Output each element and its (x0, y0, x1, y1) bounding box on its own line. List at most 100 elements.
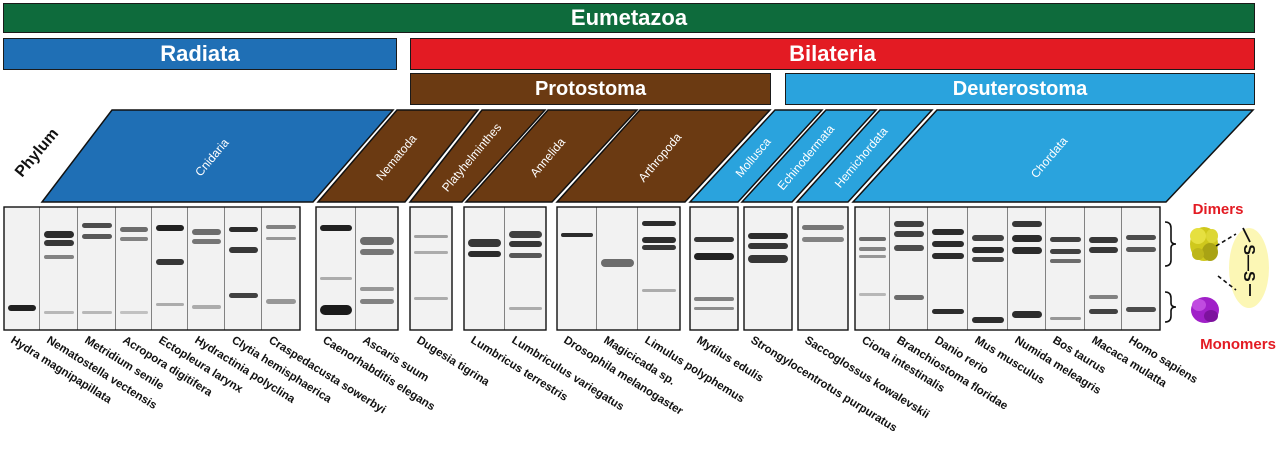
blot-lane (152, 207, 189, 330)
blot-lane (225, 207, 263, 330)
radiata-bar: Radiata (3, 38, 397, 70)
protein-band (360, 237, 394, 245)
protein-band (859, 255, 886, 258)
protein-band (1126, 307, 1156, 312)
protein-band (44, 240, 74, 246)
protein-band (1050, 317, 1081, 320)
protein-band (561, 233, 593, 237)
protein-band (802, 237, 844, 242)
protein-band (1050, 259, 1081, 263)
dimer-bracket (1164, 221, 1177, 267)
phylum-header: Phylum (12, 125, 62, 180)
blot-lane (638, 207, 681, 330)
protein-band (932, 253, 964, 259)
blot-lane (464, 207, 506, 330)
protein-band (229, 227, 258, 232)
blot-lane (262, 207, 301, 330)
protein-band (120, 237, 148, 241)
protein-band (694, 297, 734, 301)
protein-band (414, 235, 448, 238)
protein-band (320, 277, 352, 280)
protein-band (229, 293, 258, 298)
protein-band (932, 241, 964, 247)
blot-lane (690, 207, 739, 330)
blot-panel-frame (409, 206, 453, 331)
blot-lane (744, 207, 793, 330)
protein-band (859, 237, 886, 241)
protein-band (192, 305, 221, 309)
blot-panel-frame (556, 206, 681, 331)
blot-lane (928, 207, 969, 330)
protein-band (932, 309, 964, 314)
protein-band (748, 255, 788, 263)
blot-lane (410, 207, 453, 330)
phylum-banner-cnidaria (40, 109, 395, 203)
protein-band (601, 259, 634, 267)
eumetazoa-bar: Eumetazoa (3, 3, 1255, 33)
monomer-structure-icon (1191, 297, 1219, 323)
phylum-banner-platyhelminthes (408, 109, 547, 203)
protein-band (156, 303, 184, 306)
blot-lane (4, 207, 41, 330)
monomers-label: Monomers (1200, 336, 1276, 353)
protein-band (8, 305, 36, 311)
protein-band (1089, 295, 1118, 299)
protein-band (320, 225, 352, 231)
protein-band (894, 231, 924, 237)
protein-band (894, 295, 924, 300)
protein-band (694, 253, 734, 260)
protein-band (156, 225, 184, 231)
protein-band (468, 239, 501, 247)
disulfide-label: S—S (1240, 244, 1257, 282)
protein-band (82, 234, 112, 239)
disulfide-bond-icon: S—S (1215, 227, 1269, 308)
protein-band (360, 299, 394, 304)
protein-band (1012, 247, 1042, 254)
protein-band (360, 249, 394, 255)
protein-band (859, 293, 886, 296)
phylum-banner-hemichordata (795, 109, 934, 203)
phylum-banner-chordata (851, 109, 1255, 203)
protein-band (509, 241, 542, 247)
blot-lane (855, 207, 891, 330)
phylum-banner-echinodermata (740, 109, 878, 203)
blot-panel-frame (463, 206, 547, 331)
protein-band (509, 253, 542, 258)
protein-band (509, 307, 542, 310)
blot-lane (505, 207, 547, 330)
phylum-banner-annelida (464, 109, 639, 203)
protein-band (748, 233, 788, 239)
protein-band (642, 221, 676, 226)
blot-lane (1046, 207, 1086, 330)
protein-band (44, 311, 74, 314)
protein-band (156, 259, 184, 265)
protein-band (120, 227, 148, 232)
protein-band (748, 243, 788, 249)
blot-panel-frame (854, 206, 1161, 331)
western-blot-lanes (3, 206, 1161, 331)
dimer-structure-icon (1190, 227, 1218, 261)
protein-band (120, 311, 148, 314)
protein-band (1012, 221, 1042, 227)
protein-band (1089, 309, 1118, 314)
protein-band (894, 221, 924, 227)
eumetazoa-label: Eumetazoa (570, 5, 688, 30)
protein-band (468, 251, 501, 257)
protein-band (414, 251, 448, 254)
bilateria-bar: Bilateria (410, 38, 1255, 70)
protein-band (972, 257, 1004, 262)
protein-band (1126, 235, 1156, 240)
deuterostoma-label: Deuterostoma (952, 77, 1088, 100)
protein-band (859, 247, 886, 251)
protostoma-label: Protostoma (534, 77, 647, 100)
protein-band (1089, 237, 1118, 243)
blot-lane (188, 207, 226, 330)
dimers-label: Dimers (1193, 201, 1244, 218)
protein-band (972, 247, 1004, 253)
blot-lane (1085, 207, 1123, 330)
protein-band (266, 225, 296, 229)
protein-band (932, 229, 964, 235)
protein-band (320, 305, 352, 315)
